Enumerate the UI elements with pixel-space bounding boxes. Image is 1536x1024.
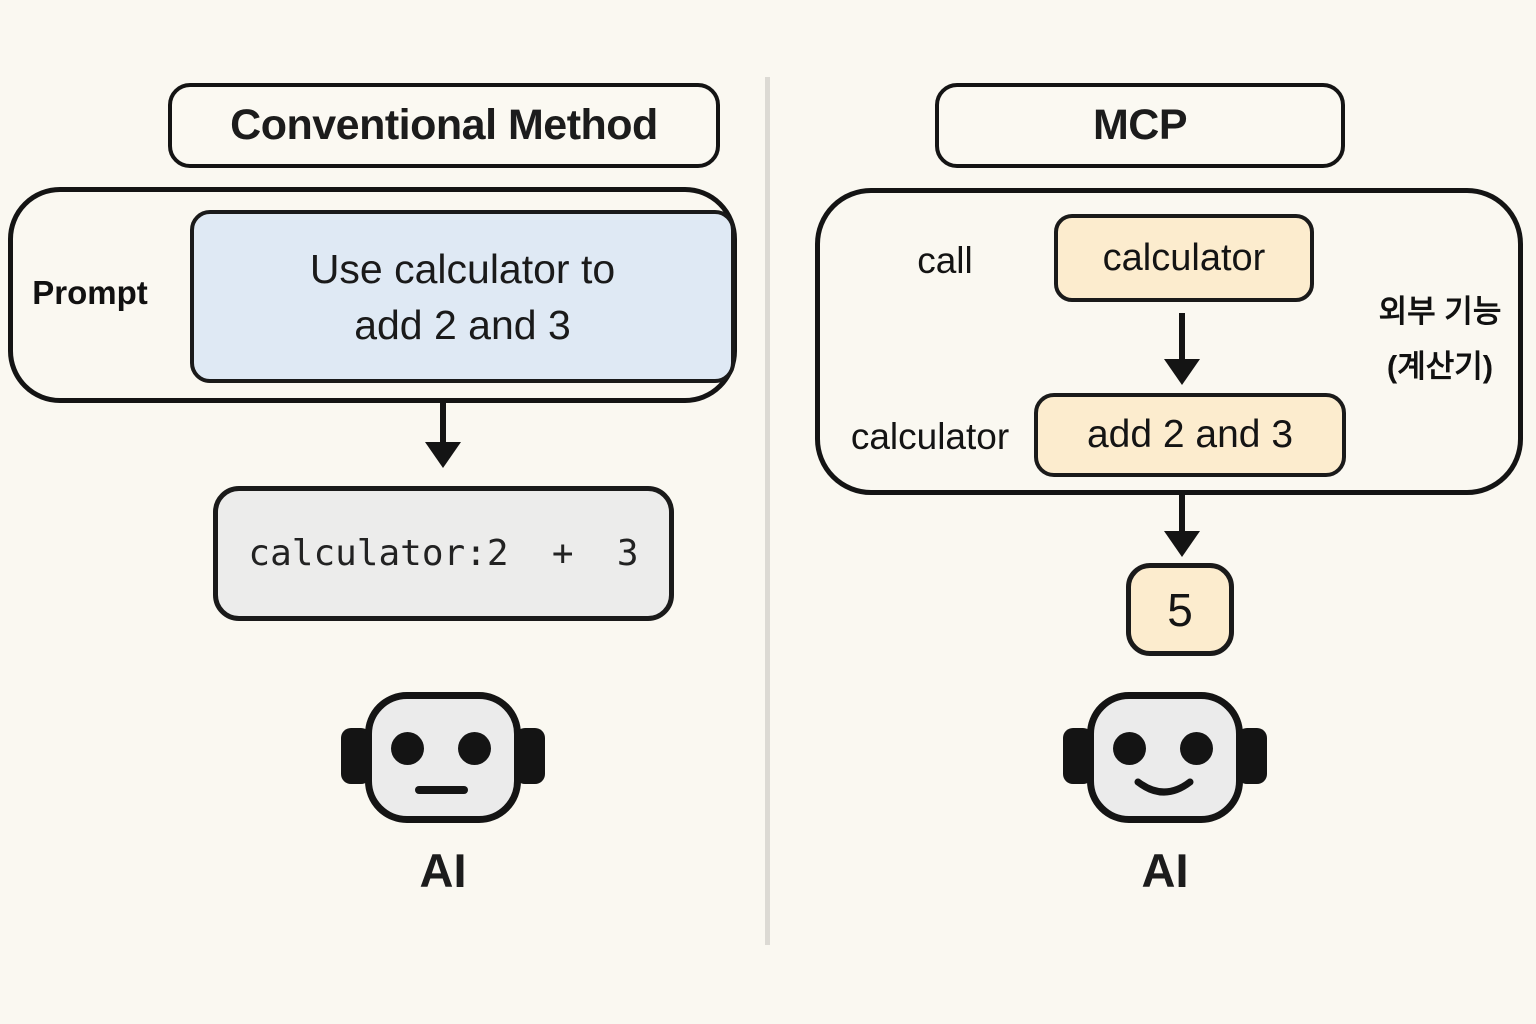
calculator-caller-label: calculator [850,416,1010,457]
tool-arg: add 2 and 3 [1086,413,1294,456]
external-function-note-line2: (계산기) [1386,349,1494,384]
robot-head [365,692,521,823]
tool-name: calculator [1102,236,1266,279]
call-label: call [917,240,973,281]
result-box: 5 [1126,563,1234,656]
right-panel-title: MCP [1092,101,1188,149]
robot-head [1087,692,1243,823]
tool-arg-box: add 2 and 3 [1034,393,1346,477]
robot-neutral-face-icon [341,692,545,823]
down-arrow-icon [421,402,465,468]
robot-smiling-face-icon [1063,692,1267,823]
robot-eye-left [1113,732,1146,765]
left-panel-title-box: Conventional Method [168,83,720,168]
down-arrow-icon [1160,313,1204,385]
external-function-note-line1: 외부 기능 [1378,294,1502,329]
left-panel-title: Conventional Method [230,101,658,149]
robot-eye-left [391,732,424,765]
robot-smile-mouth [1133,778,1195,809]
down-arrow-icon [1160,494,1204,557]
result-value: 5 [1167,583,1193,636]
prompt-text: Use calculator to add 2 and 3 [310,241,615,353]
left-ai-label: AI [419,844,467,897]
robot-neutral-mouth [415,786,468,794]
right-panel-title-box: MCP [935,83,1345,168]
robot-eye-right [458,732,491,765]
prompt-label: Prompt [32,274,148,311]
tool-call-code: calculator:2 + 3 [248,533,639,574]
external-function-note: 외부 기능 (계산기) [1356,284,1524,394]
robot-eye-right [1180,732,1213,765]
panel-divider [765,77,770,945]
prompt-text-line1: Use calculator to [309,245,616,292]
prompt-text-box: Use calculator to add 2 and 3 [190,210,735,383]
right-ai-label: AI [1141,844,1189,897]
tool-call-code-box: calculator:2 + 3 [213,486,674,621]
tool-name-box: calculator [1054,214,1314,302]
prompt-text-line2: add 2 and 3 [354,301,571,348]
